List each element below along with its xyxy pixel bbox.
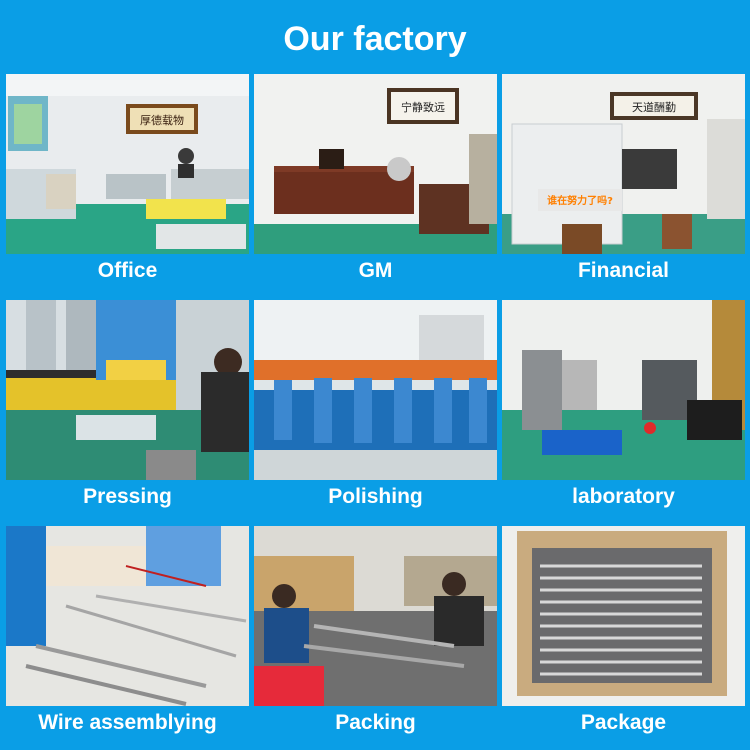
tile-caption: Pressing — [83, 485, 172, 508]
wire-assembly-photo — [6, 526, 249, 706]
tile-caption: Wire assemblying — [38, 711, 217, 734]
financial-office-photo: 天道酬勤 谁在努力了吗? — [502, 74, 745, 254]
page-title: Our factory — [283, 20, 467, 58]
tile-caption: Financial — [577, 259, 670, 282]
financial-calligraphy: 天道酬勤 — [632, 100, 676, 114]
tile-caption: laboratory — [572, 485, 675, 508]
packing-workers-photo — [254, 526, 497, 706]
gm-calligraphy: 宁静致远 — [401, 100, 445, 114]
tile-caption: GM — [358, 259, 393, 282]
tile-caption: Office — [97, 259, 158, 282]
office-photo: 厚德载物 — [6, 74, 249, 254]
carton-package-photo — [502, 526, 745, 706]
tile-caption: Package — [580, 711, 667, 734]
laboratory-photo — [502, 300, 745, 480]
tile-caption: Packing — [335, 711, 416, 734]
polishing-line-photo — [254, 300, 497, 480]
pressing-machine-photo — [6, 300, 249, 480]
gm-office-photo: 宁静致远 — [254, 74, 497, 254]
banner-text: 谁在努力了吗? — [547, 194, 613, 207]
office-calligraphy: 厚德载物 — [140, 113, 184, 127]
tile-caption: Polishing — [328, 485, 423, 508]
